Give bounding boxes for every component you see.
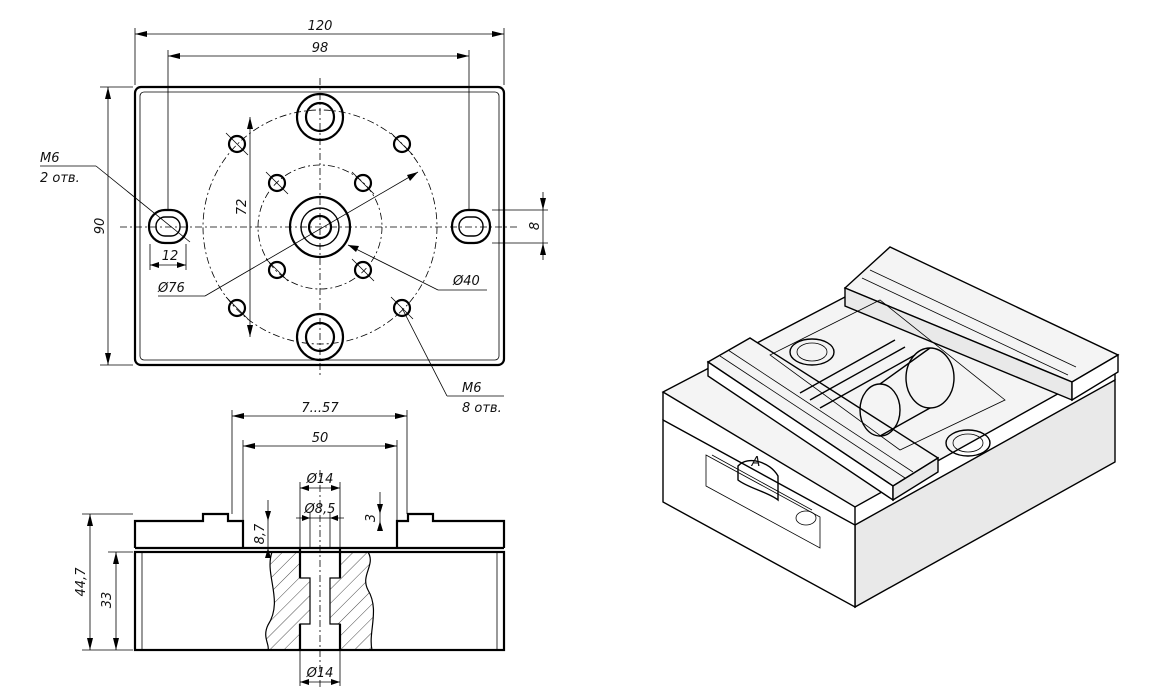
label-a: A	[751, 455, 761, 470]
dim-slot-width: 8	[528, 222, 543, 230]
section-upper-profile	[133, 512, 245, 548]
right-jaw-scale	[861, 269, 1077, 376]
counterbore-bottom-inner	[304, 321, 336, 353]
left-jaw-scale	[719, 349, 914, 479]
dim-base-height: 33	[100, 592, 115, 609]
dim-jaw-range: 7...57	[301, 401, 339, 416]
inner-pitch-circle	[257, 164, 383, 290]
right-slot-inner	[458, 216, 484, 237]
hole	[353, 260, 373, 280]
note-hole-thread: M6	[462, 381, 482, 396]
hole	[267, 173, 287, 193]
plate-inner-edge	[139, 91, 500, 361]
note-slot-count: 2 отв.	[40, 171, 80, 186]
left-slot-inner	[155, 216, 181, 237]
top-view: 120 98 90 72 8 12	[40, 19, 548, 416]
hole	[353, 173, 373, 193]
dim-bore-mid: Ø8,5	[304, 502, 336, 517]
front-opening	[705, 454, 821, 549]
dim-overall-width: 120	[308, 19, 333, 34]
iso-hole-right	[945, 429, 991, 457]
dim-slot-spacing: 98	[312, 41, 329, 56]
hole	[392, 134, 412, 154]
hatched-section	[265, 551, 311, 651]
center-boss-outer	[288, 195, 352, 259]
dim-jaw-width: 50	[312, 431, 329, 446]
inner-holes	[265, 171, 375, 282]
dim-bore-top: Ø14	[306, 472, 334, 487]
center-channel	[769, 299, 1006, 451]
right-slot-outer	[450, 208, 492, 245]
section-base	[133, 550, 506, 652]
left-slot-outer	[147, 208, 189, 245]
counterbore-top-inner	[304, 101, 336, 133]
section-view: 7...57 50 Ø14 Ø8,5 3 8,7	[74, 401, 506, 690]
dim-center-circle: Ø40	[452, 274, 480, 289]
dim-bolt-circle: Ø76	[157, 281, 185, 296]
dim-slot-length: 12	[162, 249, 179, 264]
center-boss-inner	[307, 214, 333, 240]
iso-hole-left	[789, 338, 835, 366]
dim-step: 3	[364, 514, 379, 522]
bolt-circle	[202, 109, 438, 345]
dim-recess: 8,7	[253, 523, 268, 544]
outer-holes	[225, 132, 414, 320]
counterbore-top-outer	[295, 92, 345, 142]
plate-outline	[133, 85, 506, 367]
counterbore-bottom-outer	[295, 312, 345, 362]
hole	[267, 260, 287, 280]
base-front-face	[662, 418, 856, 609]
center-boss-mid	[300, 207, 340, 247]
dim-inner-height: 72	[235, 199, 250, 216]
hole	[392, 298, 412, 318]
note-hole-count: 8 отв.	[462, 401, 502, 416]
isometric-view: A	[661, 246, 1120, 609]
hole	[227, 134, 247, 154]
dim-total-height: 44,7	[74, 567, 89, 597]
hole	[227, 298, 247, 318]
dim-overall-height: 90	[93, 218, 108, 235]
note-slot-thread: M6	[40, 151, 60, 166]
dim-bore-bottom: Ø14	[306, 666, 334, 681]
